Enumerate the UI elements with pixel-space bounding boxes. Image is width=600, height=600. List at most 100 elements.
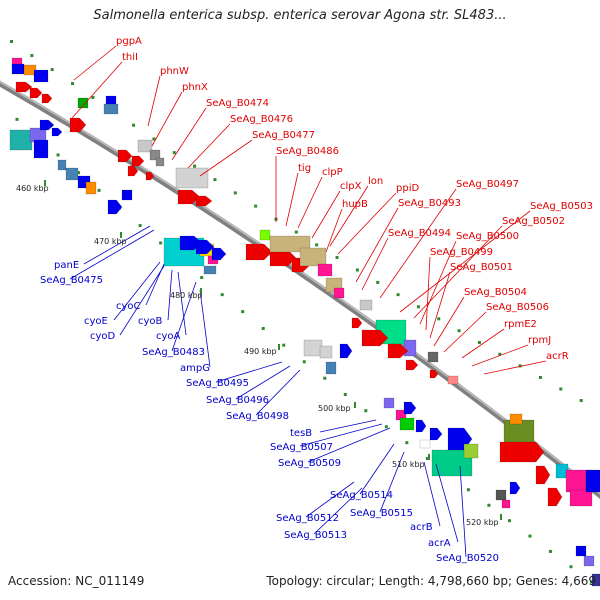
gene-arrow[interactable] (107, 199, 123, 215)
gene-block[interactable] (569, 489, 593, 507)
gene-block[interactable] (121, 189, 133, 201)
forward-gene-label[interactable]: hupB (342, 199, 368, 210)
reverse-gene-label[interactable]: SeAg_B0483 (142, 347, 205, 358)
forward-gene-label[interactable]: SeAg_B0502 (502, 216, 565, 227)
forward-gene-label[interactable]: SeAg_B0500 (456, 231, 519, 242)
forward-gene-label[interactable]: SeAg_B0503 (530, 201, 593, 212)
gene-block[interactable] (575, 545, 587, 557)
forward-gene-label[interactable]: SeAg_B0477 (252, 130, 315, 141)
gene-block[interactable] (103, 103, 119, 115)
reverse-gene-label[interactable]: SeAg_B0514 (330, 490, 393, 501)
forward-gene-label[interactable]: ppiD (396, 183, 419, 194)
reverse-gene-label[interactable]: cyoB (138, 316, 163, 327)
gene-arrow[interactable] (509, 481, 521, 495)
gene-block[interactable] (299, 247, 327, 267)
gene-arrow[interactable] (195, 239, 215, 255)
forward-gene-label[interactable]: SeAg_B0504 (464, 287, 527, 298)
gene-arrow[interactable] (15, 81, 33, 93)
forward-gene-label[interactable]: thiI (122, 52, 138, 63)
gene-block[interactable] (33, 69, 49, 83)
forward-gene-label[interactable]: phnW (160, 66, 189, 77)
gene-arrow[interactable] (245, 243, 273, 261)
gene-block[interactable] (427, 351, 439, 363)
gene-block[interactable] (77, 97, 89, 109)
forward-gene-label[interactable]: SeAg_B0506 (486, 302, 549, 313)
gene-arrow[interactable] (41, 93, 53, 104)
forward-gene-label[interactable]: SeAg_B0476 (230, 114, 293, 125)
forward-gene-label[interactable]: rpmE2 (504, 319, 537, 330)
gene-arrow[interactable] (39, 119, 55, 131)
gene-arrow[interactable] (429, 427, 443, 441)
gene-block[interactable] (85, 181, 97, 195)
gene-arrow[interactable] (387, 343, 409, 359)
forward-gene-label[interactable]: SeAg_B0474 (206, 98, 269, 109)
reverse-gene-label[interactable]: SeAg_B0495 (186, 378, 249, 389)
gene-block[interactable] (333, 287, 345, 299)
forward-gene-label[interactable]: SeAg_B0486 (276, 146, 339, 157)
forward-gene-label[interactable]: lon (368, 176, 383, 187)
reverse-gene-label[interactable]: SeAg_B0515 (350, 508, 413, 519)
forward-gene-label[interactable]: SeAg_B0499 (430, 247, 493, 258)
forward-gene-label[interactable]: pgpA (116, 36, 142, 47)
forward-gene-label[interactable]: SeAg_B0501 (450, 262, 513, 273)
forward-gene-label[interactable]: phnX (182, 82, 208, 93)
gene-block[interactable] (585, 469, 600, 493)
reverse-gene-label[interactable]: SeAg_B0475 (40, 275, 103, 286)
reverse-gene-label[interactable]: SeAg_B0520 (436, 553, 499, 564)
reverse-gene-label[interactable]: SeAg_B0512 (276, 513, 339, 524)
gene-arrow[interactable] (195, 195, 213, 207)
gene-block[interactable] (419, 439, 431, 449)
gene-block[interactable] (9, 129, 33, 151)
gene-block[interactable] (359, 299, 373, 311)
reverse-gene-label[interactable]: SeAg_B0498 (226, 411, 289, 422)
reverse-gene-label[interactable]: acrB (410, 522, 433, 533)
gene-block[interactable] (203, 265, 217, 275)
gene-block[interactable] (495, 489, 507, 501)
reverse-gene-label[interactable]: SeAg_B0509 (278, 458, 341, 469)
reverse-gene-label[interactable]: SeAg_B0507 (270, 442, 333, 453)
forward-gene-label[interactable]: acrR (546, 351, 569, 362)
gene-block[interactable] (583, 555, 595, 567)
reverse-gene-label[interactable]: tesB (290, 428, 312, 439)
gene-arrow[interactable] (145, 171, 155, 181)
gene-arrow[interactable] (547, 487, 563, 507)
forward-gene-label[interactable]: SeAg_B0497 (456, 179, 519, 190)
gene-arrow[interactable] (429, 369, 439, 379)
reverse-gene-label[interactable]: ampG (180, 363, 210, 374)
gene-block[interactable] (383, 397, 395, 409)
gene-block[interactable] (317, 263, 333, 277)
reverse-gene-label[interactable]: SeAg_B0513 (284, 530, 347, 541)
reverse-gene-label[interactable]: cyoA (156, 331, 181, 342)
forward-gene-label[interactable]: SeAg_B0493 (398, 198, 461, 209)
gene-block[interactable] (319, 345, 333, 359)
gene-arrow[interactable] (127, 165, 139, 177)
reverse-gene-label[interactable]: cyoD (90, 331, 116, 342)
forward-gene-label[interactable]: clpX (340, 181, 362, 192)
gene-arrow[interactable] (361, 329, 389, 347)
gene-arrow[interactable] (51, 127, 63, 137)
reverse-gene-label[interactable]: acrA (428, 538, 451, 549)
gene-arrow[interactable] (499, 441, 545, 463)
gene-arrow[interactable] (69, 117, 87, 133)
gene-block[interactable] (565, 469, 587, 493)
gene-block[interactable] (403, 339, 417, 357)
forward-gene-label[interactable]: tig (298, 163, 311, 174)
gene-block[interactable] (325, 361, 337, 375)
forward-gene-label[interactable]: clpP (322, 167, 343, 178)
gene-block[interactable] (149, 149, 161, 161)
gene-arrow[interactable] (351, 317, 363, 329)
gene-block[interactable] (463, 443, 479, 459)
gene-block[interactable] (509, 413, 523, 425)
gene-block[interactable] (591, 573, 600, 587)
gene-arrow[interactable] (211, 247, 227, 261)
gene-block[interactable] (399, 417, 415, 431)
gene-arrow[interactable] (535, 465, 551, 485)
gene-block[interactable] (503, 419, 535, 447)
reverse-gene-label[interactable]: cyoE (84, 316, 108, 327)
reverse-gene-label[interactable]: cyoC (116, 301, 141, 312)
gene-block[interactable] (155, 157, 165, 167)
gene-block[interactable] (57, 159, 67, 171)
gene-arrow[interactable] (415, 419, 427, 433)
forward-gene-label[interactable]: SeAg_B0494 (388, 228, 451, 239)
forward-gene-label[interactable]: rpmJ (528, 335, 551, 346)
